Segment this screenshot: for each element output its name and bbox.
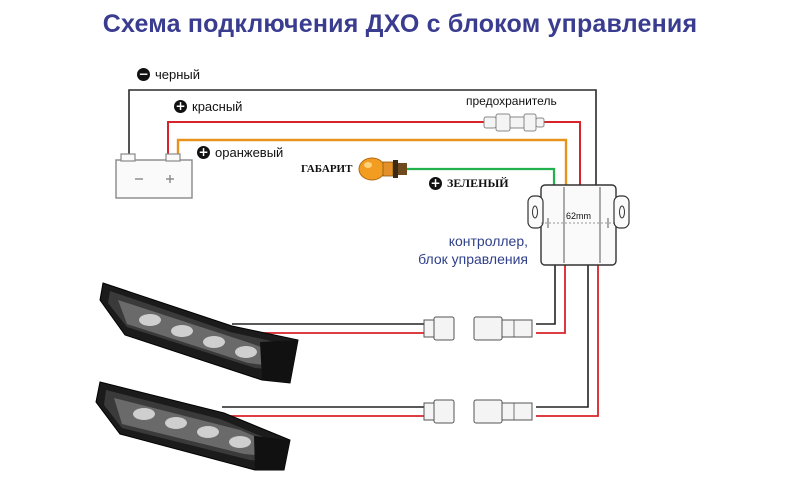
- orange-wire: [176, 138, 568, 185]
- red-wire-after-fuse: [543, 121, 581, 185]
- red-wire-label: красный: [192, 99, 243, 114]
- plus-icon: +: [174, 99, 187, 113]
- drl1-black-wire: [536, 265, 556, 325]
- battery-icon: [115, 153, 193, 199]
- red-wire: [167, 121, 484, 160]
- controller-label-line2: блок управления: [418, 251, 528, 267]
- connector-pair-2: [423, 399, 533, 424]
- plus-icon: +: [429, 176, 442, 190]
- drl-lamp-2: [95, 381, 291, 471]
- black-wire: [128, 89, 597, 185]
- drl-lamp-1: [99, 282, 299, 384]
- drl1-red-wire: [536, 265, 566, 334]
- controller-box: [527, 184, 630, 266]
- fuse-label: предохранитель: [466, 94, 557, 108]
- connector-pair-1: [423, 316, 533, 341]
- controller-label-line1: контроллер,: [448, 233, 528, 249]
- black-wire-label: черный: [155, 67, 201, 82]
- plus-icon: +: [197, 145, 210, 159]
- side-light-label: ГАБАРИТ: [301, 163, 353, 175]
- fuse-icon: [483, 113, 545, 132]
- controller-label: контроллер, блок управления: [400, 232, 528, 268]
- side-light-bulb-icon: [358, 157, 407, 181]
- green-wire: [407, 167, 556, 185]
- controller-size-label: 62mm: [566, 211, 592, 221]
- diagram-title: Схема подключения ДХО с блоком управлени…: [102, 10, 698, 38]
- green-wire-label: ЗЕЛЕНЫЙ: [447, 176, 509, 190]
- orange-wire-label: оранжевый: [215, 145, 284, 160]
- drl2-red-wire: [536, 265, 599, 417]
- drl2-black-wire: [536, 265, 589, 408]
- minus-icon: −: [137, 67, 150, 81]
